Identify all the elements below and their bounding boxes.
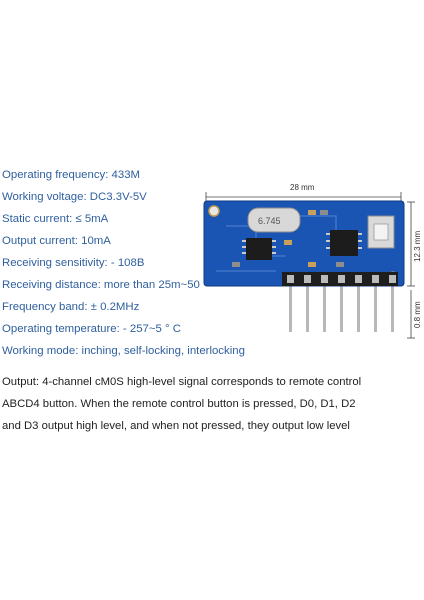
spec-output-current: Output current: 10mA xyxy=(2,235,111,247)
spec-frequency-band: Frequency band: ± 0.2MHz xyxy=(2,301,140,313)
spec-working-mode: Working mode: inching, self-locking, int… xyxy=(2,345,245,357)
spec-receiving-sensitivity: Receiving sensitivity: - 108B xyxy=(2,257,145,269)
width-label: 28 mm xyxy=(290,183,315,192)
crystal-oscillator: 6.745 xyxy=(247,207,301,233)
spec-static-current: Static current: ≤ 5mA xyxy=(2,213,109,225)
chip-right xyxy=(326,230,362,256)
smd-components xyxy=(232,210,344,267)
output-line-3: and D3 output high level, and when not p… xyxy=(2,420,350,432)
height-label: 12.3 mm xyxy=(413,231,422,262)
module-diagram: 28 mm 12.3 mm 0.8 mm 6.745 xyxy=(203,183,422,339)
spec-operating-temperature: Operating temperature: - 257~5 ° C xyxy=(2,323,181,335)
crystal-marking: 6.745 xyxy=(258,216,281,226)
pin-header xyxy=(282,272,398,286)
output-description: Output: 4-channel cM0S high-level signal… xyxy=(2,371,422,437)
pin-dimension: 0.8 mm xyxy=(407,290,422,339)
output-line-2: ABCD4 button. When the remote control bu… xyxy=(2,398,356,410)
chip-left xyxy=(242,238,276,260)
width-dimension: 28 mm xyxy=(205,183,402,202)
header-pins xyxy=(289,284,394,332)
spec-list: Operating frequency: 433M Working voltag… xyxy=(2,164,245,362)
spec-working-voltage: Working voltage: DC3.3V-5V xyxy=(2,191,147,203)
height-dimension: 12.3 mm xyxy=(407,201,422,287)
pin-label: 0.8 mm xyxy=(413,301,422,328)
spec-operating-frequency: Operating frequency: 433M xyxy=(2,169,141,181)
spec-receiving-distance: Receiving distance: more than 25m~50 xyxy=(2,279,200,291)
output-line-1: Output: 4-channel cM0S high-level signal… xyxy=(2,376,362,388)
push-button xyxy=(367,215,395,249)
